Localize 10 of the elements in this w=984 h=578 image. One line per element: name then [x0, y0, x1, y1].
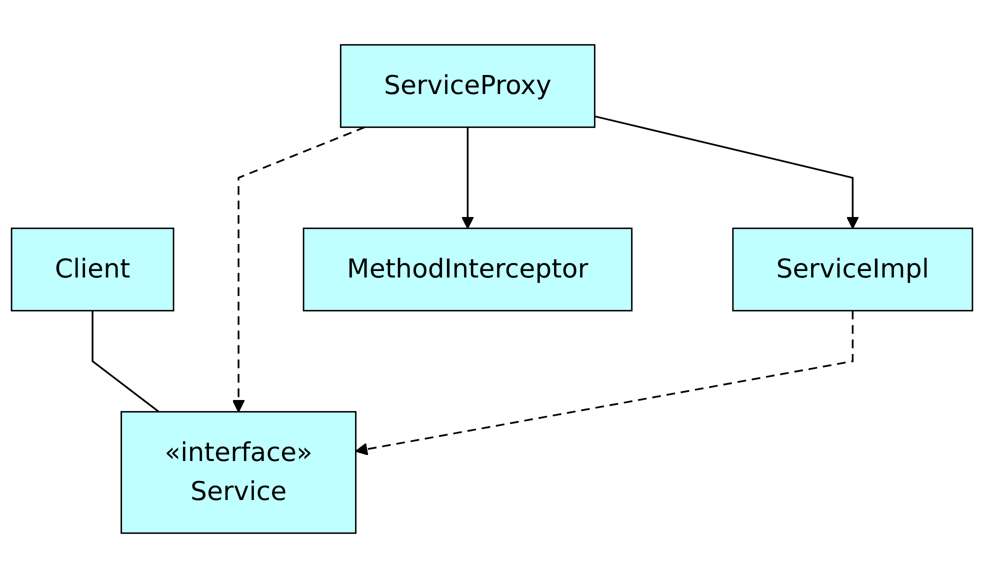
arrow	[461, 127, 474, 229]
node-box: «interface» Service	[120, 411, 356, 534]
node-box: MethodInterceptor	[302, 228, 633, 312]
node-box: ServiceImpl	[732, 228, 974, 312]
node-box: ServiceProxy	[340, 44, 596, 128]
arrow	[232, 126, 366, 412]
arrow	[355, 310, 854, 456]
arrow	[594, 115, 860, 229]
node-box: Client	[10, 228, 174, 312]
connector	[92, 310, 160, 412]
